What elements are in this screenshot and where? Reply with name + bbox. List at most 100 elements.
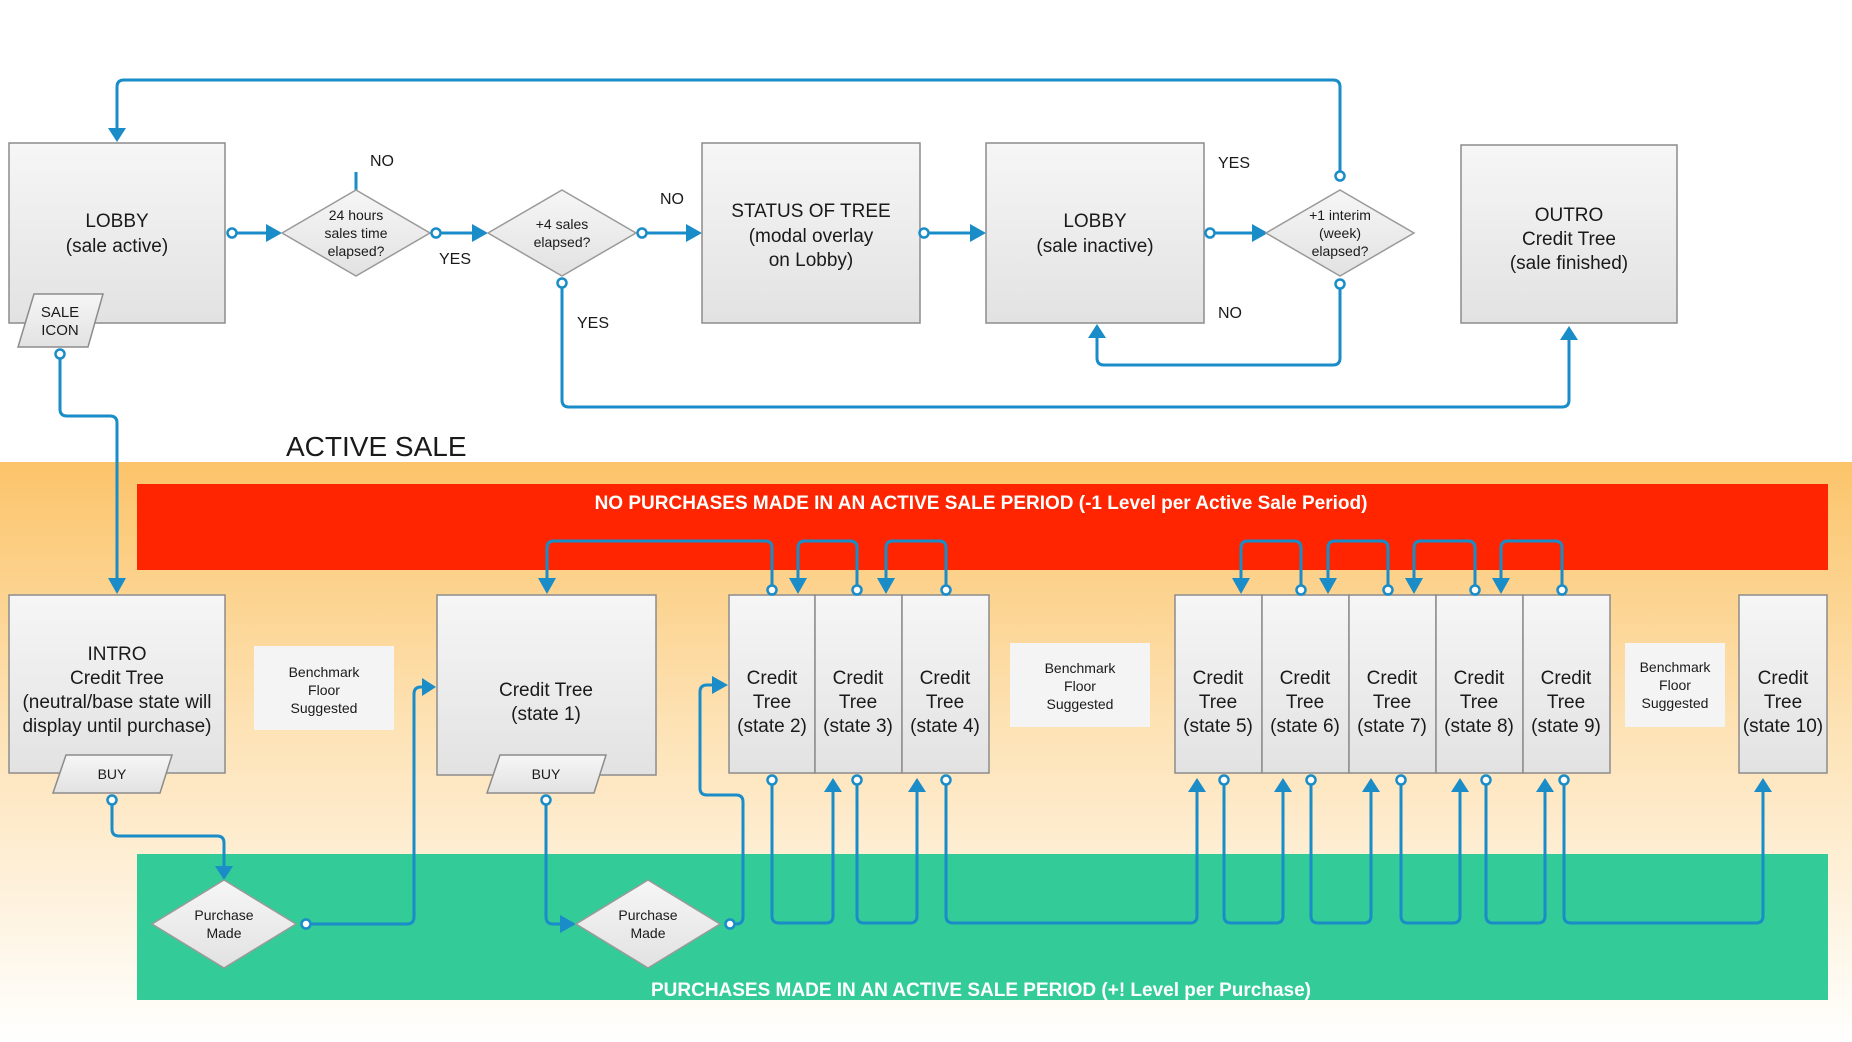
label-no-24h: NO	[370, 153, 394, 170]
purchase-made-2-line-2: Made	[630, 925, 665, 941]
state-4-line-3: (state 4)	[910, 716, 980, 737]
purchase-banner-text: PURCHASES MADE IN AN ACTIVE SALE PERIOD …	[651, 980, 1311, 1001]
label-yes-4sales: YES	[577, 315, 609, 332]
credit-tree-state-6-box: Credit Tree (state 6)	[1261, 594, 1350, 774]
outro-line-3: (sale finished)	[1510, 253, 1628, 274]
state-9-line-3: (state 9)	[1531, 716, 1601, 737]
purchase-band	[137, 854, 1828, 1000]
purchase-made-1-line-2: Made	[206, 925, 241, 941]
lobby-inactive-box: LOBBY (sale inactive)	[985, 142, 1205, 324]
state-6-line-3: (state 6)	[1270, 716, 1340, 737]
status-of-tree-box: STATUS OF TREE (modal overlay on Lobby)	[701, 142, 921, 324]
decision-24h-diamond: 24 hours sales time elapsed?	[280, 189, 432, 277]
state-8-line-1: Credit	[1454, 668, 1505, 689]
purchase-made-diamond-2: Purchase Made	[574, 879, 722, 969]
decision-24h-line-1: 24 hours	[329, 207, 383, 223]
state-10-line-3: (state 10)	[1743, 716, 1823, 737]
benchmark-2-line-2: Floor	[1064, 678, 1096, 694]
credit-tree-state-5-box: Credit Tree (state 5)	[1174, 594, 1263, 774]
benchmark-1-line-3: Suggested	[291, 700, 358, 716]
lobby-inactive-title: LOBBY	[1063, 211, 1127, 232]
state-1-buy-parallelogram: BUY	[485, 754, 608, 794]
credit-tree-state-3-box: Credit Tree (state 3)	[814, 594, 903, 774]
intro-line-4: display until purchase)	[22, 716, 211, 737]
state-7-line-2: Tree	[1373, 692, 1411, 713]
state-2-line-3: (state 2)	[737, 716, 807, 737]
credit-tree-state-9-box: Credit Tree (state 9)	[1522, 594, 1611, 774]
no-purchase-banner-text: NO PURCHASES MADE IN AN ACTIVE SALE PERI…	[595, 493, 1368, 514]
top-connector-dots	[54, 170, 1346, 360]
state-5-line-3: (state 5)	[1183, 716, 1253, 737]
outro-line-1: OUTRO	[1535, 205, 1604, 226]
purchase-made-1-line-1: Purchase	[194, 907, 253, 923]
credit-tree-state-8-box: Credit Tree (state 8)	[1435, 594, 1524, 774]
lobby-active-subtitle: (sale active)	[66, 236, 168, 257]
state-6-line-2: Tree	[1286, 692, 1324, 713]
benchmark-3-line-3: Suggested	[1642, 695, 1709, 711]
state-4-line-2: Tree	[926, 692, 964, 713]
status-of-tree-line-3: on Lobby)	[769, 250, 854, 271]
lobby-active-title: LOBBY	[85, 211, 149, 232]
state-4-line-1: Credit	[920, 668, 971, 689]
state-10-line-1: Credit	[1758, 668, 1809, 689]
benchmark-3-line-2: Floor	[1659, 677, 1691, 693]
intro-line-1: INTRO	[87, 644, 146, 665]
benchmark-note-2: Benchmark Floor Suggested	[1010, 643, 1150, 727]
decision-interim-line-3: elapsed?	[1312, 243, 1369, 259]
benchmark-note-3: Benchmark Floor Suggested	[1625, 643, 1725, 727]
decision-4-sales-diamond: +4 sales elapsed?	[486, 189, 638, 277]
decision-interim-line-2: (week)	[1319, 225, 1361, 241]
bottom-connector-dots	[106, 584, 1570, 930]
intro-line-2: Credit Tree	[70, 668, 164, 689]
benchmark-note-1: Benchmark Floor Suggested	[254, 646, 394, 730]
state-2-line-2: Tree	[753, 692, 791, 713]
state-3-line-3: (state 3)	[823, 716, 893, 737]
no-purchase-band	[137, 484, 1828, 570]
benchmark-3-line-1: Benchmark	[1640, 659, 1712, 675]
outro-box: OUTRO Credit Tree (sale finished)	[1460, 144, 1678, 324]
benchmark-1-line-2: Floor	[308, 682, 340, 698]
state-3-line-1: Credit	[833, 668, 884, 689]
benchmark-1-line-1: Benchmark	[289, 664, 361, 680]
label-no-interim: NO	[1218, 305, 1242, 322]
decision-24h-line-3: elapsed?	[328, 243, 385, 259]
state-8-line-3: (state 8)	[1444, 716, 1514, 737]
decision-interim-diamond: +1 interim (week) elapsed?	[1264, 189, 1416, 277]
credit-tree-state-2-box: Credit Tree (state 2)	[728, 594, 816, 774]
decision-4-sales-line-2: elapsed?	[534, 234, 591, 250]
purchase-made-diamond-1: Purchase Made	[150, 879, 298, 969]
credit-tree-state-7-box: Credit Tree (state 7)	[1348, 594, 1437, 774]
intro-credit-tree-box: INTRO Credit Tree (neutral/base state wi…	[8, 594, 226, 774]
bottom-connectors	[110, 539, 1772, 933]
status-of-tree-line-1: STATUS OF TREE	[731, 201, 890, 222]
state-2-line-1: Credit	[747, 668, 798, 689]
sale-icon-parallelogram: SALE ICON	[16, 293, 104, 348]
state-9-line-1: Credit	[1541, 668, 1592, 689]
benchmark-2-line-1: Benchmark	[1045, 660, 1117, 676]
top-connectors	[58, 78, 1578, 594]
active-sale-title: ACTIVE SALE	[286, 431, 467, 462]
sale-icon-line-2: ICON	[41, 322, 79, 339]
decision-24h-line-2: sales time	[324, 225, 387, 241]
state-1-line-2: (state 1)	[511, 704, 581, 725]
status-of-tree-line-2: (modal overlay	[749, 226, 874, 247]
decision-4-sales-line-1: +4 sales	[536, 216, 589, 232]
state-8-line-2: Tree	[1460, 692, 1498, 713]
intro-line-3: (neutral/base state will	[22, 692, 211, 713]
purchase-made-2-line-1: Purchase	[618, 907, 677, 923]
state-10-line-2: Tree	[1764, 692, 1802, 713]
label-yes-interim: YES	[1218, 155, 1250, 172]
label-no-4sales: NO	[660, 191, 684, 208]
credit-tree-state-4-box: Credit Tree (state 4)	[901, 594, 990, 774]
intro-buy-label: BUY	[98, 766, 127, 782]
state-7-line-3: (state 7)	[1357, 716, 1427, 737]
credit-tree-state-10-box: Credit Tree (state 10)	[1738, 594, 1828, 774]
state-9-line-2: Tree	[1547, 692, 1585, 713]
outro-line-2: Credit Tree	[1522, 229, 1616, 250]
intro-buy-parallelogram: BUY	[51, 754, 174, 794]
label-yes-24h: YES	[439, 251, 471, 268]
state-1-line-1: Credit Tree	[499, 680, 593, 701]
decision-interim-line-1: +1 interim	[1309, 207, 1371, 223]
